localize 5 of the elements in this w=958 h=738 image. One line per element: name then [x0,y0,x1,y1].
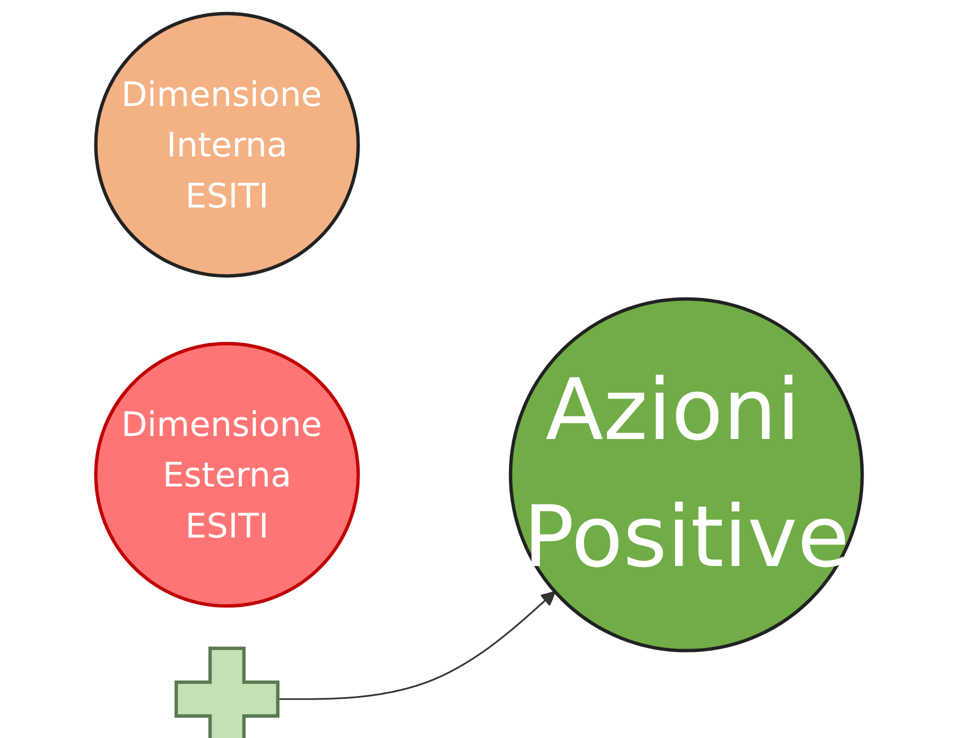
arrow [278,591,556,700]
node-circle: Dimensione Interna ESITI [94,12,360,278]
node-circle: Dimensione Esterna ESITI [94,342,360,608]
node-circle: Azioni Positive [508,297,864,652]
node-plus [174,646,280,738]
